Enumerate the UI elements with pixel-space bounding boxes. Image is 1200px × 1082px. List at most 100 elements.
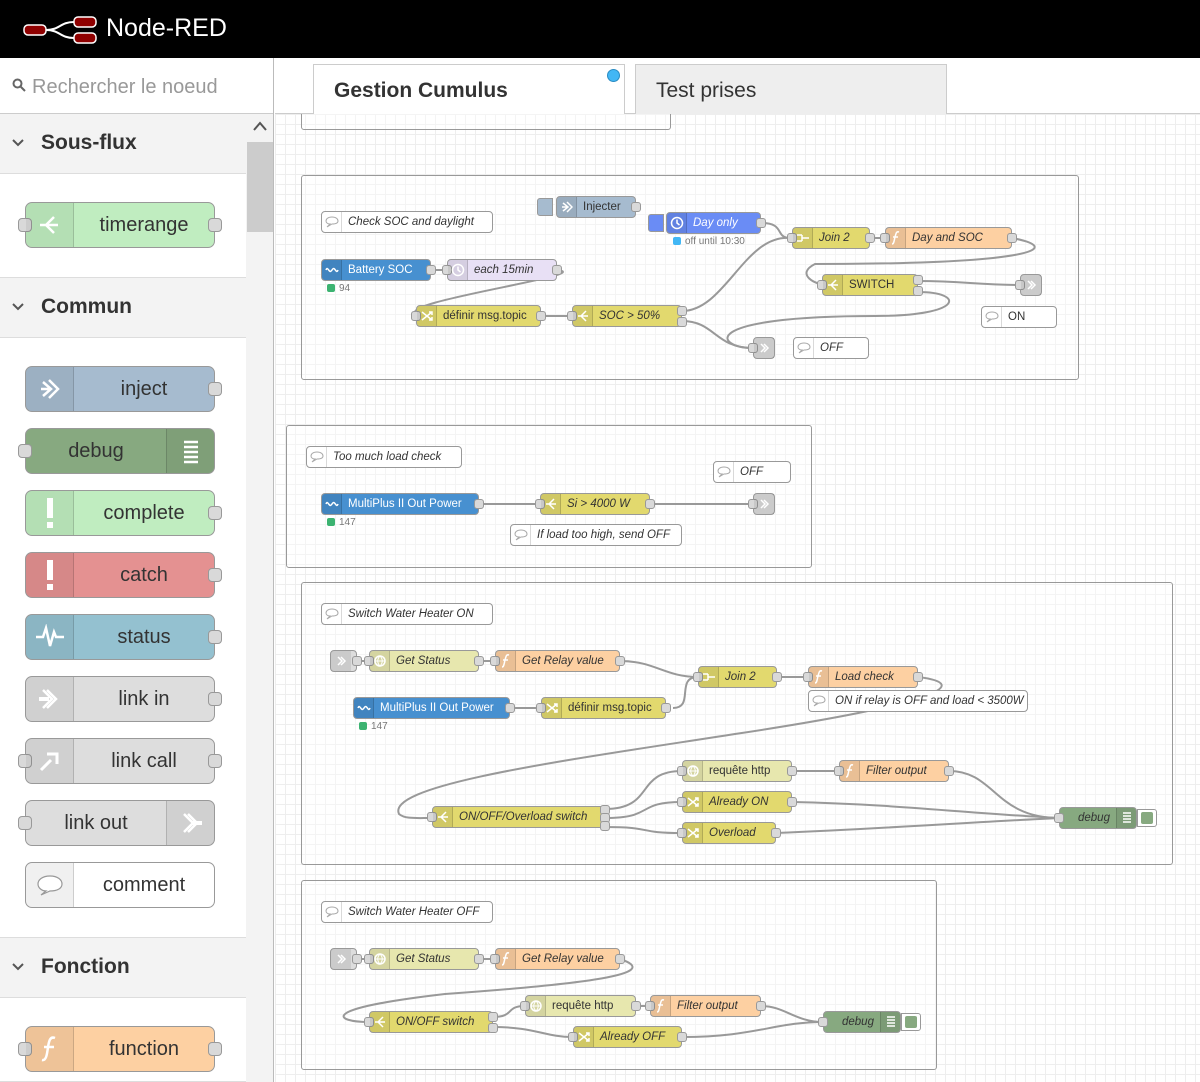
tab-gestion-cumulus[interactable]: Gestion Cumulus <box>313 64 625 115</box>
output-port <box>474 656 484 666</box>
palette-node-link-out[interactable]: link out <box>18 800 215 846</box>
function-node-get-relay[interactable]: Get Relay value <box>490 650 625 672</box>
chevron-up-icon[interactable] <box>252 120 268 132</box>
switch-node-switch[interactable]: SWITCH <box>817 274 923 296</box>
comment-node[interactable]: Switch Water Heater OFF <box>321 901 493 923</box>
http-node-requete[interactable]: requête http <box>677 760 797 782</box>
palette-node-label: inject <box>120 378 168 400</box>
join-node-join-2[interactable]: Join 2 <box>787 227 875 249</box>
link-out-node-off[interactable] <box>748 337 775 359</box>
link-out-icon <box>754 494 774 514</box>
function-node-filter-output[interactable]: Filter output <box>834 760 954 782</box>
speech-bubble-icon <box>322 212 342 232</box>
palette-scrollbar[interactable] <box>246 114 273 1082</box>
input-port <box>803 672 813 682</box>
function-node-get-relay[interactable]: Get Relay value <box>490 948 625 970</box>
palette-node-status[interactable]: status <box>25 614 222 660</box>
input-port <box>818 1017 828 1027</box>
palette-node-label: timerange <box>99 214 189 236</box>
palette-node-link-in[interactable]: link in <box>25 676 222 722</box>
debug-toggle-button[interactable] <box>1137 809 1157 827</box>
output-port <box>474 954 484 964</box>
switch-icon <box>823 275 843 295</box>
group-top-remnant[interactable] <box>301 114 671 130</box>
palette-node-label: comment <box>102 874 186 896</box>
http-node-get-status[interactable]: Get Status <box>364 948 484 970</box>
switch-node-onoff-overload[interactable]: ON/OFF/Overload switch <box>427 805 610 831</box>
link-in-node[interactable] <box>330 948 362 970</box>
comment-node-on[interactable]: ON <box>981 306 1057 328</box>
palette-node-label: function <box>108 1038 180 1060</box>
debug-list-icon <box>1116 808 1136 828</box>
app-title: Node-RED <box>106 14 227 42</box>
link-in-icon <box>331 651 351 671</box>
debug-node[interactable]: debug <box>818 1011 901 1033</box>
flow-canvas[interactable]: Check SOC and daylight Injecter Day only… <box>275 114 1200 1082</box>
link-in-node[interactable] <box>330 650 362 672</box>
input-port <box>18 444 32 458</box>
function-node-day-and-soc[interactable]: Day and SOC <box>880 227 1017 249</box>
palette-node-inject[interactable]: inject <box>25 366 222 412</box>
victron-node-battery-soc[interactable]: Battery SOC <box>321 259 436 281</box>
palette-node-comment[interactable]: comment <box>25 862 215 908</box>
debug-list-icon <box>880 1012 900 1032</box>
input-port <box>427 812 437 822</box>
palette-node-debug[interactable]: debug <box>18 428 215 474</box>
switch-node-soc-50[interactable]: SOC > 50% <box>567 305 687 327</box>
inject-node-injecter[interactable]: Injecter <box>556 196 641 218</box>
palette-node-link-call[interactable]: link call <box>18 738 222 784</box>
function-node-load-check[interactable]: Load check <box>803 666 923 688</box>
delay-node-each-15min[interactable]: each 15min <box>442 259 562 281</box>
change-node-already-off[interactable]: Already OFF <box>568 1026 687 1048</box>
link-in-icon <box>26 677 74 721</box>
join-node-join-2[interactable]: Join 2 <box>693 666 782 688</box>
debug-node[interactable]: debug <box>1054 807 1137 829</box>
change-node-overload[interactable]: Overload <box>677 822 781 844</box>
category-commun[interactable]: Commun <box>0 278 246 338</box>
palette-node-catch[interactable]: catch <box>25 552 222 598</box>
unsaved-changes-dot-icon <box>607 69 620 82</box>
timer-node-day-only[interactable]: Day only <box>666 212 766 234</box>
victron-node-multiplus[interactable]: MultiPlus II Out Power <box>353 697 515 719</box>
inject-button[interactable] <box>537 198 553 216</box>
change-node-definir[interactable]: définir msg.topic <box>536 697 671 719</box>
palette-node-function[interactable]: function <box>18 1026 222 1072</box>
link-out-node[interactable] <box>748 493 775 515</box>
output-port <box>913 286 923 296</box>
comment-node-off[interactable]: OFF <box>793 337 869 359</box>
tab-test-prises[interactable]: Test prises <box>635 64 947 114</box>
palette-node-complete[interactable]: complete <box>25 490 222 536</box>
http-node-get-status[interactable]: Get Status <box>364 650 484 672</box>
switch-icon <box>541 494 561 514</box>
inject-button[interactable] <box>648 214 664 232</box>
palette-search-input[interactable] <box>32 72 262 102</box>
function-icon <box>26 1027 74 1071</box>
comment-node[interactable]: If load too high, send OFF <box>510 524 682 546</box>
pulse-icon <box>26 615 74 659</box>
speech-bubble-icon <box>26 863 74 907</box>
category-sous-flux[interactable]: Sous-flux <box>0 114 246 174</box>
change-node-definir[interactable]: définir msg.topic <box>411 305 546 327</box>
http-node-requete[interactable]: requête http <box>520 995 641 1017</box>
palette-node-timerange[interactable]: timerange <box>18 202 222 248</box>
category-fonction[interactable]: Fonction <box>0 938 246 998</box>
comment-node-off[interactable]: OFF <box>713 461 791 483</box>
comment-node[interactable]: ON if relay is OFF and load < 3500W <box>808 690 1028 712</box>
output-port <box>552 265 562 275</box>
timer-icon <box>667 213 687 233</box>
input-port <box>817 280 827 290</box>
change-node-already-on[interactable]: Already ON <box>677 791 797 813</box>
function-node-filter-output[interactable]: Filter output <box>645 995 766 1017</box>
switch-node-si-4000[interactable]: Si > 4000 W <box>535 493 655 515</box>
input-port <box>18 1042 32 1056</box>
link-out-node-on[interactable] <box>1015 274 1042 296</box>
comment-node[interactable]: Too much load check <box>306 446 462 468</box>
switch-icon <box>370 1012 390 1032</box>
comment-node[interactable]: Switch Water Heater ON <box>321 603 493 625</box>
switch-node-onoff[interactable]: ON/OFF switch <box>364 1011 498 1033</box>
comment-node[interactable]: Check SOC and daylight <box>321 211 493 233</box>
function-icon <box>886 228 906 248</box>
scroll-thumb[interactable] <box>247 142 273 232</box>
victron-node-multiplus[interactable]: MultiPlus II Out Power <box>321 493 484 515</box>
debug-toggle-button[interactable] <box>901 1013 921 1031</box>
